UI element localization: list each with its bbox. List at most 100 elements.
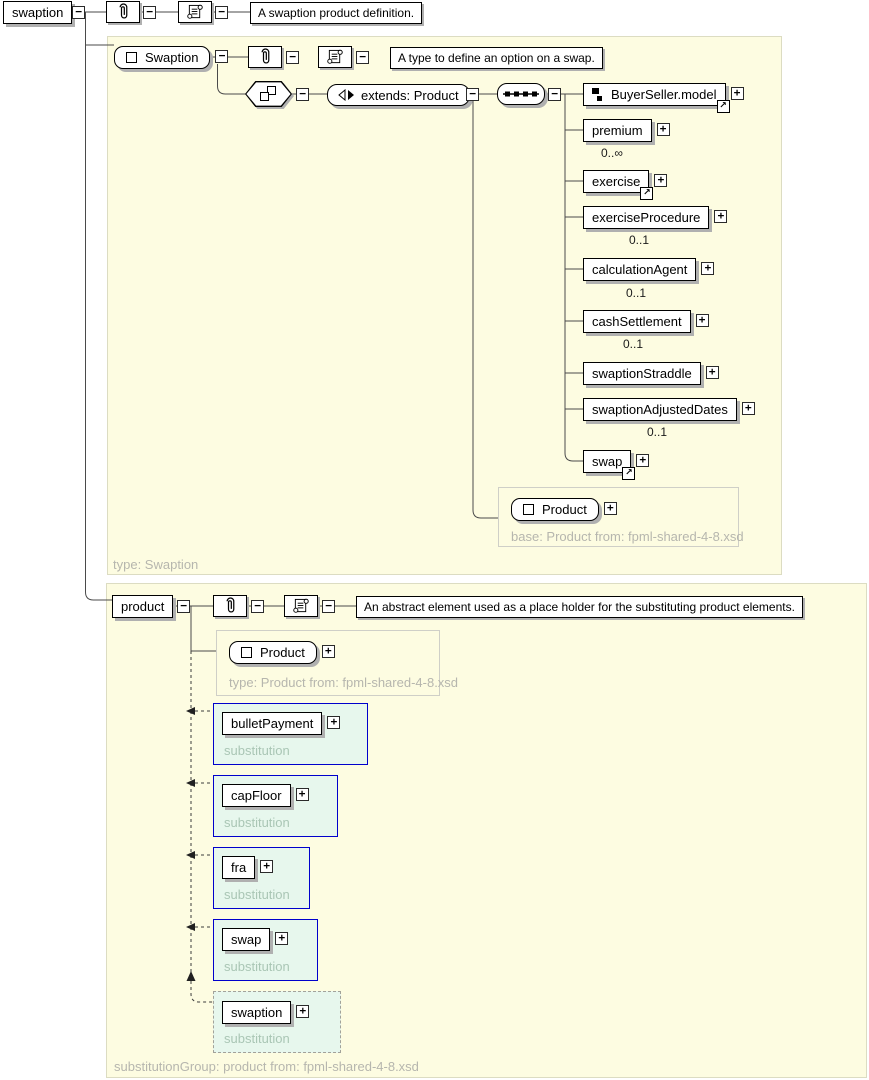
expand-toggle[interactable] [603,502,617,515]
collapse-toggle[interactable] [251,600,264,613]
element-bulletpayment[interactable]: bulletPayment [222,712,323,735]
collapse-toggle[interactable] [286,51,299,64]
expand-toggle[interactable] [295,788,309,801]
collapse-toggle[interactable] [466,88,479,101]
element-row-calculation-agent: calculationAgent [583,258,715,281]
collapse-toggle[interactable] [215,50,229,63]
collapse-toggle[interactable] [548,88,561,101]
base-product-type-box[interactable]: Product [511,498,599,521]
complextype-icon [523,504,534,515]
occurrence-label: 0..1 [623,337,644,351]
element-row-premium: premium [583,119,670,142]
occurrence-label: 0..∞ [601,146,623,160]
swaption-type-row: Swaption [114,46,229,69]
element-swaption-straddle[interactable]: swaptionStraddle [583,362,701,385]
root-element-label: swaption [12,5,64,20]
element-row-exercise-procedure: exerciseProcedure [583,206,728,229]
expand-toggle[interactable] [327,716,341,729]
documentation-icon [284,595,318,617]
annotation-icon [106,1,140,23]
root-element-box[interactable]: swaption [3,1,73,24]
element-premium[interactable]: premium [583,119,652,142]
link-icon[interactable] [716,100,730,113]
collapse-toggle[interactable] [356,51,369,64]
element-exercise-procedure[interactable]: exerciseProcedure [583,206,710,229]
element-label: premium [592,123,643,138]
model-group-icon [592,88,602,101]
annotation-icon [248,46,282,68]
element-cash-settlement[interactable]: cashSettlement [583,310,691,333]
element-capfloor[interactable]: capFloor [222,784,291,807]
expand-toggle[interactable] [741,402,755,415]
expand-toggle[interactable] [296,1005,310,1018]
base-product-row: Product [511,498,617,521]
swaption-type-box[interactable]: Swaption [114,46,211,69]
collapse-toggle[interactable] [143,6,156,19]
swaption-type-annotation-text: A type to define an option on a swap. [390,47,603,69]
expand-toggle[interactable] [730,87,744,100]
link-icon[interactable] [622,467,636,480]
expand-toggle[interactable] [695,314,709,327]
element-label: calculationAgent [592,262,688,277]
expand-toggle[interactable] [701,262,715,275]
element-row-swaption-straddle: swaptionStraddle [583,362,719,385]
expand-toggle[interactable] [656,123,670,136]
type-product-label: Product [260,645,305,660]
sequence-compositor[interactable] [497,83,545,105]
root-annotation-text: A swaption product definition. [250,2,423,24]
substitution-group-footer-caption: substitutionGroup: product from: fpml-sh… [114,1059,419,1074]
expand-toggle[interactable] [714,210,728,223]
product-element-label: product [121,599,165,614]
collapse-toggle[interactable] [215,6,228,19]
collapse-toggle[interactable] [177,600,190,613]
substitution-caption: substitution [224,743,290,758]
product-annotation-text: An abstract element used as a place hold… [356,596,803,618]
swaption-type-label: Swaption [145,50,199,65]
complex-content-icon [245,81,292,107]
base-caption: base: Product from: fpml-shared-4-8.xsd [511,529,744,544]
substitution-caption: substitution [224,887,290,902]
collapse-toggle[interactable] [296,88,309,101]
substitution-capfloor: capFloor substitution [213,775,338,837]
occurrence-label: 0..1 [647,425,668,439]
occurrence-label: 0..1 [626,286,647,300]
type-product-type-box[interactable]: Product [229,641,317,664]
substitution-arrowheads [186,707,196,981]
expand-toggle[interactable] [260,860,274,873]
expand-toggle[interactable] [705,366,719,379]
link-icon[interactable] [640,187,654,200]
element-swap-substitution[interactable]: swap [222,928,271,951]
collapse-toggle[interactable] [322,600,335,613]
sequence-icon [503,91,539,97]
element-label: fra [231,860,247,875]
extends-product-box[interactable]: extends: Product [327,84,470,106]
expand-toggle[interactable] [636,454,650,467]
element-label: swaptionAdjustedDates [592,402,728,417]
annotation-icon [213,595,247,617]
element-swaption-adjusted-dates[interactable]: swaptionAdjustedDates [583,398,737,421]
product-element-box[interactable]: product [112,595,174,618]
element-buyerseller-model[interactable]: BuyerSeller.model [583,83,730,113]
element-label: cashSettlement [592,314,682,329]
substitution-bulletpayment: bulletPayment substitution [213,703,368,765]
element-calculation-agent[interactable]: calculationAgent [583,258,697,281]
type-footer-caption: type: Swaption [113,557,199,572]
element-swaption-substitution[interactable]: swaption [222,1001,292,1024]
type-product-container: Product type: Product from: fpml-shared-… [216,630,458,696]
element-label: BuyerSeller.model [611,87,717,102]
expand-toggle[interactable] [654,174,668,187]
element-row-swaption-adjusted-dates: swaptionAdjustedDates [583,398,755,421]
front-square [260,92,269,101]
substitution-swap: swap substitution [213,919,318,981]
base-product-container: Product base: Product from: fpml-shared-… [498,487,744,547]
expand-toggle[interactable] [275,932,289,945]
back-square [267,86,276,95]
element-fra[interactable]: fra [222,856,256,879]
element-exercise[interactable]: exercise [583,170,654,200]
element-swap[interactable]: swap [583,450,636,480]
element-label: swap [231,932,262,947]
expand-toggle[interactable] [321,645,335,658]
documentation-icon [178,1,212,23]
collapse-toggle[interactable] [72,6,85,19]
